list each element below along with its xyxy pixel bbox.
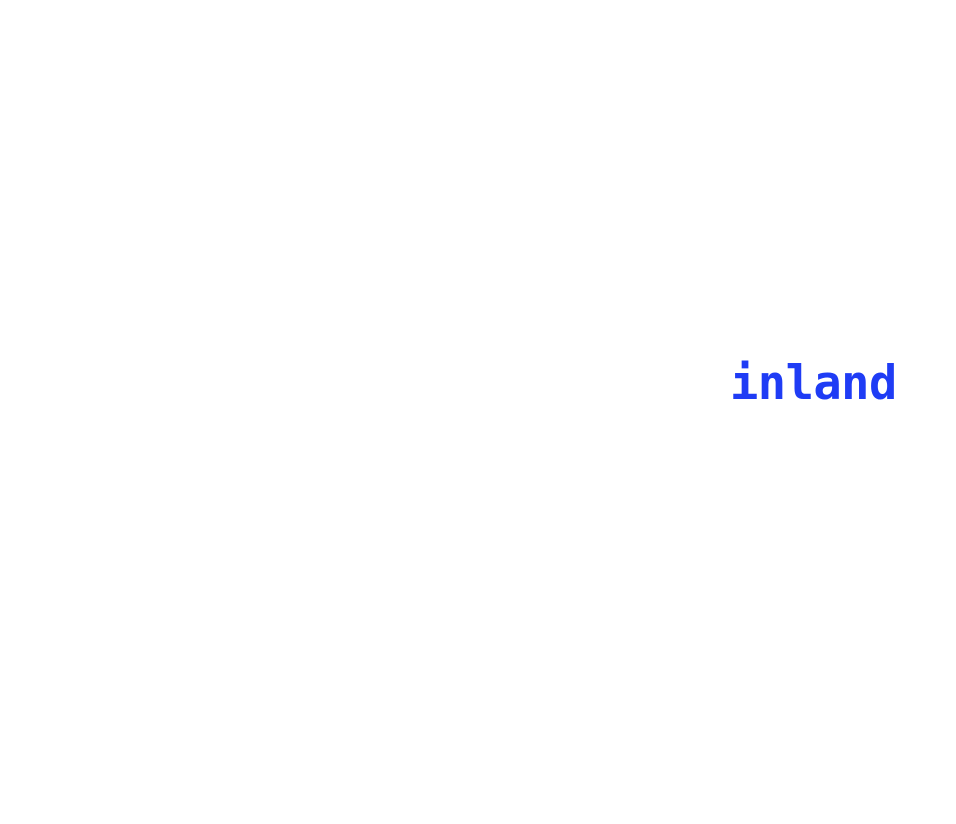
word-label: inland [730,356,897,411]
